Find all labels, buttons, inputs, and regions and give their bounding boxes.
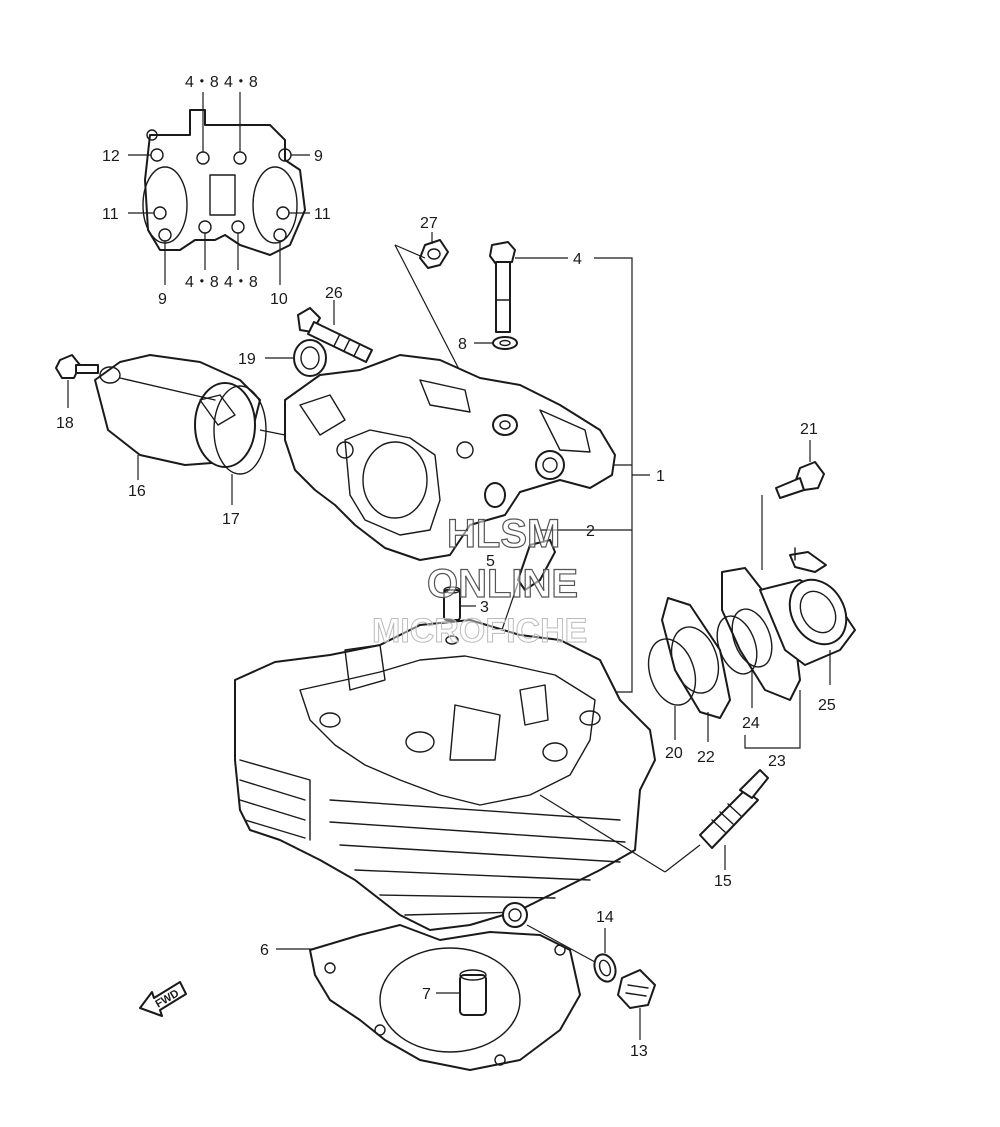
callout-inset-9-bottom: 9 xyxy=(158,291,167,308)
callout-15: 15 xyxy=(714,873,732,890)
callout-7: 7 xyxy=(422,986,431,1003)
seal-19 xyxy=(293,339,327,377)
part-5 xyxy=(517,539,556,591)
head-cover xyxy=(284,354,616,561)
watermark-line1: HLSM xyxy=(447,512,560,556)
watermark-line2: ONLINE xyxy=(427,562,578,606)
bolt-26 xyxy=(297,307,373,363)
callout-19: 19 xyxy=(238,351,256,368)
bolt-21 xyxy=(775,461,825,499)
callout-inset-12: 12 xyxy=(102,148,120,165)
callout-26: 26 xyxy=(325,285,343,302)
callout-inset-4-8-tr: 4・8 xyxy=(224,74,258,91)
callout-inset-10: 10 xyxy=(270,291,288,308)
callout-22: 22 xyxy=(697,749,715,766)
gasket-6 xyxy=(309,924,581,1071)
washer-8 xyxy=(492,336,518,350)
callout-14: 14 xyxy=(596,909,614,926)
callout-inset-11-left: 11 xyxy=(102,206,119,223)
bolt-18 xyxy=(55,354,99,379)
bolt-4 xyxy=(489,241,516,333)
callout-18: 18 xyxy=(56,415,74,432)
gasket-17 xyxy=(213,385,267,475)
watermark: HLSM ONLINE MICROFICHE xyxy=(372,511,588,650)
callout-inset-4-8-tl: 4・8 xyxy=(185,74,219,91)
callout-21: 21 xyxy=(800,421,818,438)
callout-inset-4-8-br: 4・8 xyxy=(224,274,258,291)
bolt-pattern-inset xyxy=(142,109,306,256)
gasket-22 xyxy=(661,597,731,719)
cylinder-head xyxy=(234,619,656,931)
nut-27 xyxy=(419,239,449,269)
callout-8: 8 xyxy=(458,336,467,353)
callout-4: 4 xyxy=(573,251,582,268)
callout-2: 2 xyxy=(586,523,595,540)
callout-6: 6 xyxy=(260,942,269,959)
callout-13: 13 xyxy=(630,1043,648,1060)
callout-5: 5 xyxy=(486,553,495,570)
fwd-label: FWD xyxy=(153,987,181,1010)
dowel-3 xyxy=(443,586,461,621)
o-ring-20 xyxy=(647,638,697,706)
callout-inset-11-right: 11 xyxy=(314,206,331,223)
inset-leaders xyxy=(128,92,310,285)
o-ring-24 xyxy=(716,608,773,675)
callout-24: 24 xyxy=(742,715,760,732)
dowel-7 xyxy=(459,969,487,1016)
callout-16: 16 xyxy=(128,483,146,500)
callout-27: 27 xyxy=(420,215,438,232)
plug-13 xyxy=(617,969,656,1009)
callout-25: 25 xyxy=(818,697,836,714)
spark-plug-15 xyxy=(699,769,769,849)
callout-3: 3 xyxy=(480,599,489,616)
washer-14 xyxy=(593,953,617,983)
clamp-25 xyxy=(789,547,827,573)
watermark-line3: MICROFICHE xyxy=(372,612,587,650)
callout-23: 23 xyxy=(768,753,786,770)
callout-17: 17 xyxy=(222,511,240,528)
intake-pipe-23 xyxy=(721,567,856,701)
callout-inset-9-right: 9 xyxy=(314,148,323,165)
fwd-arrow-icon: FWD xyxy=(139,981,187,1017)
callout-inset-4-8-bl: 4・8 xyxy=(185,274,219,291)
callout-1: 1 xyxy=(656,468,665,485)
cover-16 xyxy=(94,354,261,468)
callout-20: 20 xyxy=(665,745,683,762)
